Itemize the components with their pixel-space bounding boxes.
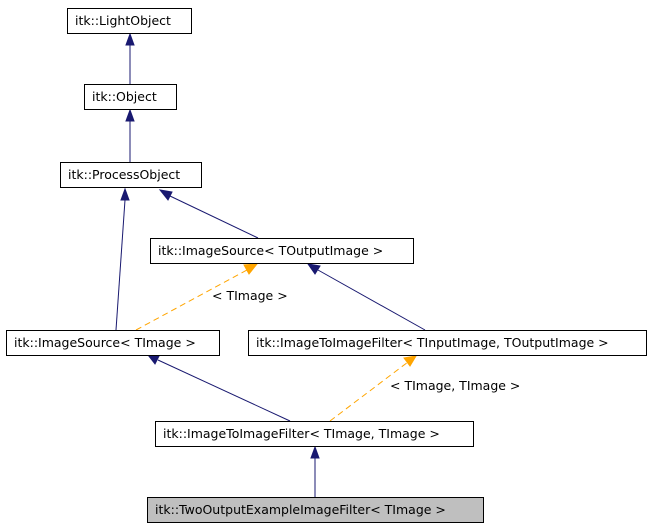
node-two-output-example-image-filter[interactable]: itk::TwoOutputExampleImageFilter< TImage…	[147, 497, 484, 523]
edge-label-imagetoimagefilter-template: < TImage, TImage >	[390, 378, 520, 393]
node-light-object-label: itk::LightObject	[75, 13, 171, 28]
node-process-object[interactable]: itk::ProcessObject	[60, 162, 202, 188]
edge-label-imagesource-template: < TImage >	[212, 288, 288, 303]
edge-processobject-to-object	[125, 108, 135, 162]
edge-imagetoimagefilter-timage-to-imagesource	[146, 354, 291, 422]
node-image-to-image-filter-timage-label: itk::ImageToImageFilter< TImage, TImage …	[163, 426, 440, 441]
edge-imagesource-toutput-to-processobject	[158, 189, 259, 239]
node-light-object[interactable]: itk::LightObject	[67, 8, 192, 34]
edge-twooutput-to-imagetoimagefilter	[310, 445, 320, 497]
edge-imagesource-timage-to-processobject	[115, 187, 130, 331]
node-image-to-image-filter-timage[interactable]: itk::ImageToImageFilter< TImage, TImage …	[155, 421, 474, 447]
node-image-source-toutput[interactable]: itk::ImageSource< TOutputImage >	[150, 238, 414, 264]
node-image-to-image-filter-tinput[interactable]: itk::ImageToImageFilter< TInputImage, TO…	[248, 330, 647, 356]
edge-imagetoimagefilter-template-instantiation	[329, 355, 417, 422]
edge-imagetoimagefilter-tinput-to-imagesource	[306, 263, 426, 331]
node-image-source-timage[interactable]: itk::ImageSource< TImage >	[6, 330, 220, 356]
node-object-label: itk::Object	[92, 89, 157, 104]
node-image-to-image-filter-tinput-label: itk::ImageToImageFilter< TInputImage, TO…	[256, 335, 609, 350]
node-image-source-toutput-label: itk::ImageSource< TOutputImage >	[158, 243, 383, 258]
node-two-output-example-label: itk::TwoOutputExampleImageFilter< TImage…	[155, 502, 446, 517]
node-process-object-label: itk::ProcessObject	[68, 167, 180, 182]
node-image-source-timage-label: itk::ImageSource< TImage >	[14, 335, 196, 350]
edge-imagesource-template-instantiation	[135, 263, 259, 331]
node-object[interactable]: itk::Object	[84, 84, 177, 110]
edge-object-to-lightobject	[125, 32, 135, 84]
